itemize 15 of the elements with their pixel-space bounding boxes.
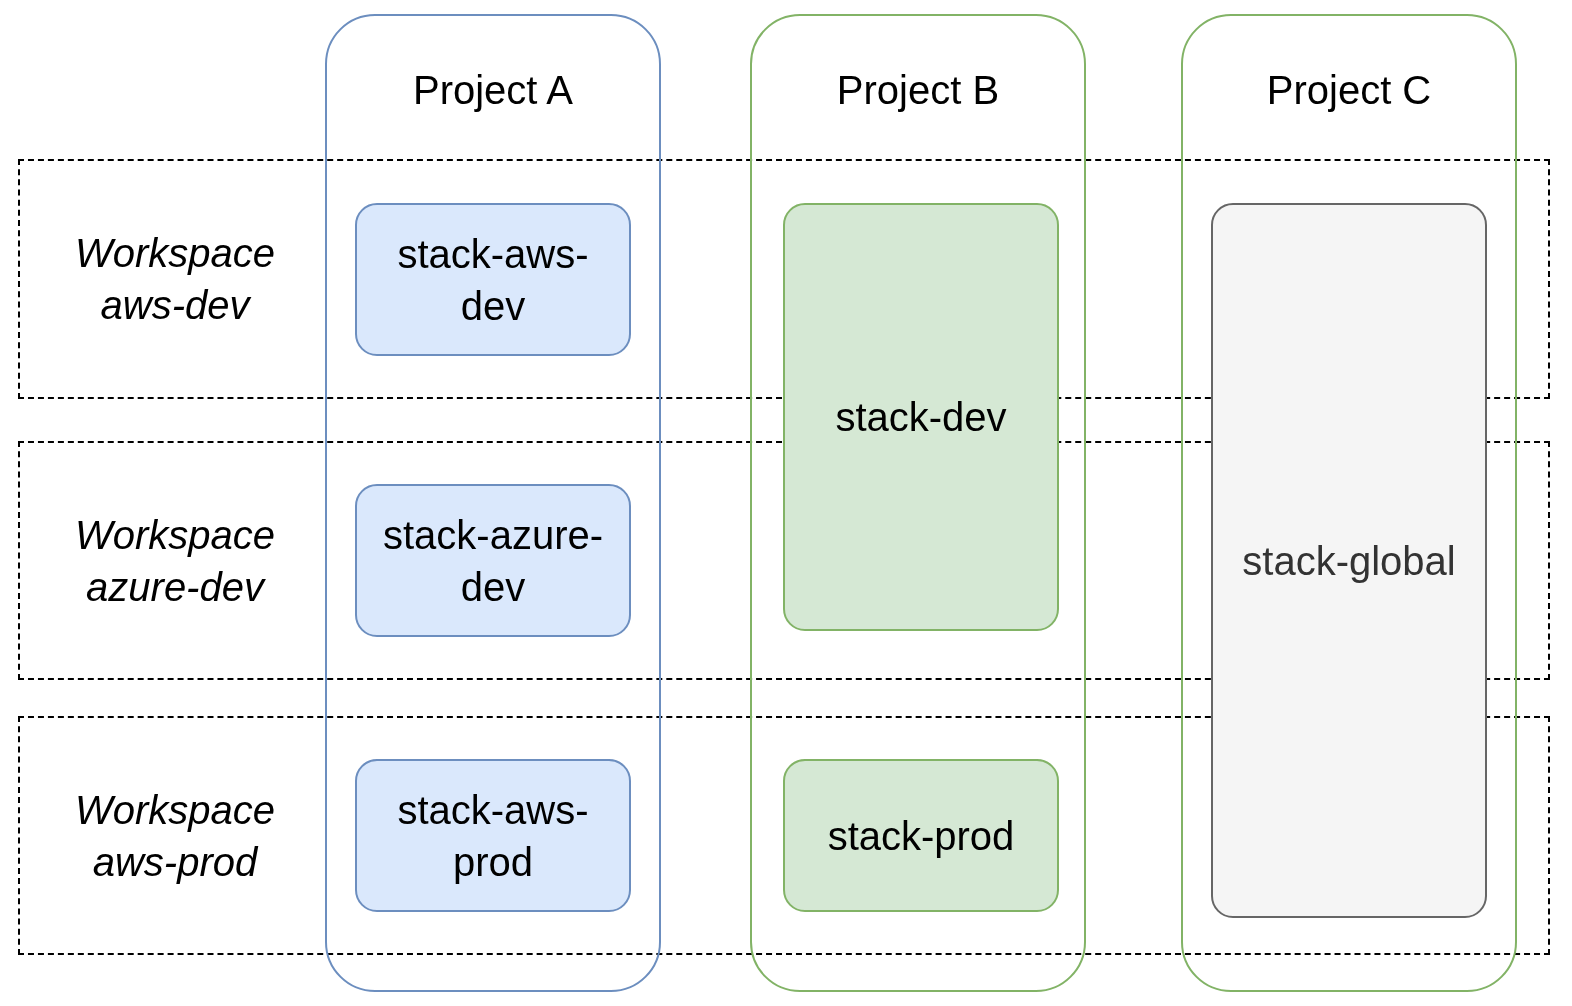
stack-box: stack-prod <box>783 759 1059 912</box>
column-heading: Project C <box>1265 68 1433 113</box>
project-column <box>1181 14 1517 992</box>
column-heading: Project A <box>411 68 575 113</box>
project-column <box>325 14 661 992</box>
stack-box: stack-dev <box>783 203 1059 631</box>
row-label: Workspace azure-dev <box>73 511 277 611</box>
row-label: Workspace aws-dev <box>73 230 277 329</box>
stack-box: stack-global <box>1211 203 1487 918</box>
stack-box: stack-aws-dev <box>355 203 631 356</box>
column-heading: Project B <box>835 68 1001 113</box>
stack-box: stack-aws-prod <box>355 759 631 912</box>
project-column <box>750 14 1086 992</box>
stack-box: stack-azure-dev <box>355 484 631 637</box>
row-label: Workspace aws-prod <box>73 786 277 886</box>
